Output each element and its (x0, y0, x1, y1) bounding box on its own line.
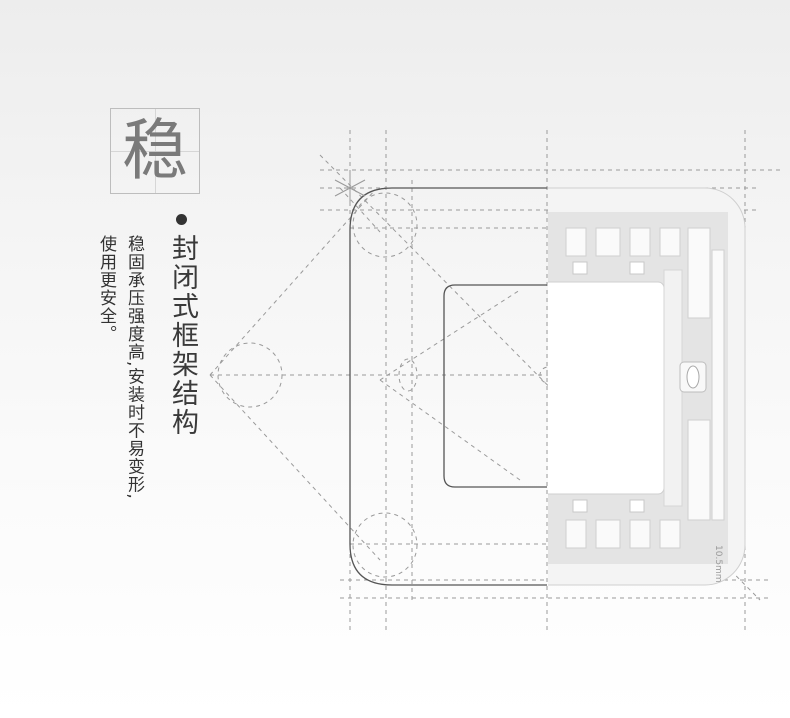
feature-description: 稳固承压强度高,安装时不易变形, 使用更安全。 (92, 235, 148, 655)
title-char: 稳 (122, 112, 188, 189)
corner-marker (334, 172, 366, 204)
product-marking: 10.5mm (713, 545, 723, 583)
description-line: 稳固承压强度高,安装时不易变形, (124, 235, 144, 500)
frame-right-half: 10.5mm (548, 187, 746, 586)
feature-heading: 封闭式框架结构 (167, 234, 198, 437)
bullet-dot (176, 214, 187, 225)
title-box: 稳 (110, 108, 200, 194)
outline-left-half (349, 187, 547, 586)
description-line: 使用更安全。 (96, 235, 116, 343)
